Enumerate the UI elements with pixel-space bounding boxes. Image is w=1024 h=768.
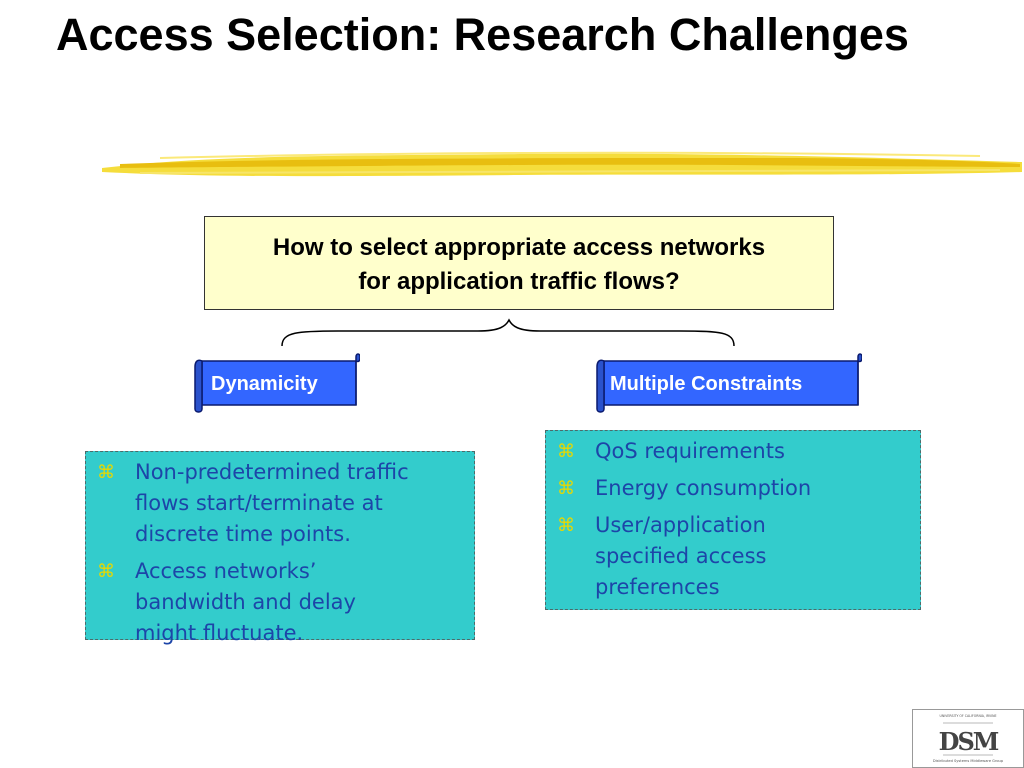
list-item: ⌘ Energy consumption bbox=[545, 473, 845, 504]
constraints-bullet-list: ⌘ QoS requirements ⌘ Energy consumption … bbox=[545, 436, 845, 609]
dynamicity-bullet-list: ⌘ Non-predetermined traffic flows start/… bbox=[85, 457, 415, 655]
logo-mark: DSM bbox=[939, 727, 999, 756]
dynamicity-panel bbox=[85, 451, 475, 640]
logo-top-text: UNIVERSITY OF CALIFORNIA, IRVINE bbox=[939, 714, 996, 718]
bullet-text: Access networks’ bandwidth and delay mig… bbox=[135, 559, 356, 645]
list-item: ⌘ User/application specified access pref… bbox=[545, 510, 845, 603]
constraints-panel bbox=[545, 430, 921, 610]
multiple-constraints-label: Multiple Constraints bbox=[610, 373, 803, 395]
bullet-text: Energy consumption bbox=[595, 476, 812, 500]
dsm-logo: UNIVERSITY OF CALIFORNIA, IRVINE DSM Dis… bbox=[912, 709, 1024, 768]
bullet-text: Non-predetermined traffic flows start/te… bbox=[135, 460, 409, 546]
command-bullet-icon: ⌘ bbox=[557, 515, 575, 536]
title-underline-brushstroke bbox=[102, 151, 1022, 177]
command-bullet-icon: ⌘ bbox=[97, 561, 115, 582]
list-item: ⌘ QoS requirements bbox=[545, 436, 845, 467]
logo-bottom-text: Distributed Systems Middleware Group bbox=[933, 759, 1004, 763]
command-bullet-icon: ⌘ bbox=[97, 462, 115, 483]
dynamicity-scroll: Dynamicity bbox=[194, 353, 360, 413]
multiple-constraints-scroll: Multiple Constraints bbox=[596, 353, 862, 413]
command-bullet-icon: ⌘ bbox=[557, 478, 575, 499]
bullet-text: QoS requirements bbox=[595, 439, 785, 463]
list-item: ⌘ Non-predetermined traffic flows start/… bbox=[85, 457, 415, 550]
question-box: How to select appropriate access network… bbox=[204, 216, 834, 310]
question-line-2: for application traffic flows? bbox=[358, 268, 680, 295]
slide-title: Access Selection: Research Challenges bbox=[56, 9, 909, 60]
bullet-text: User/application specified access prefer… bbox=[595, 513, 767, 599]
command-bullet-icon: ⌘ bbox=[557, 441, 575, 462]
question-line-1: How to select appropriate access network… bbox=[272, 234, 766, 261]
dynamicity-label: Dynamicity bbox=[211, 373, 318, 395]
list-item: ⌘ Access networks’ bandwidth and delay m… bbox=[85, 556, 415, 649]
brace-connector bbox=[281, 318, 735, 347]
